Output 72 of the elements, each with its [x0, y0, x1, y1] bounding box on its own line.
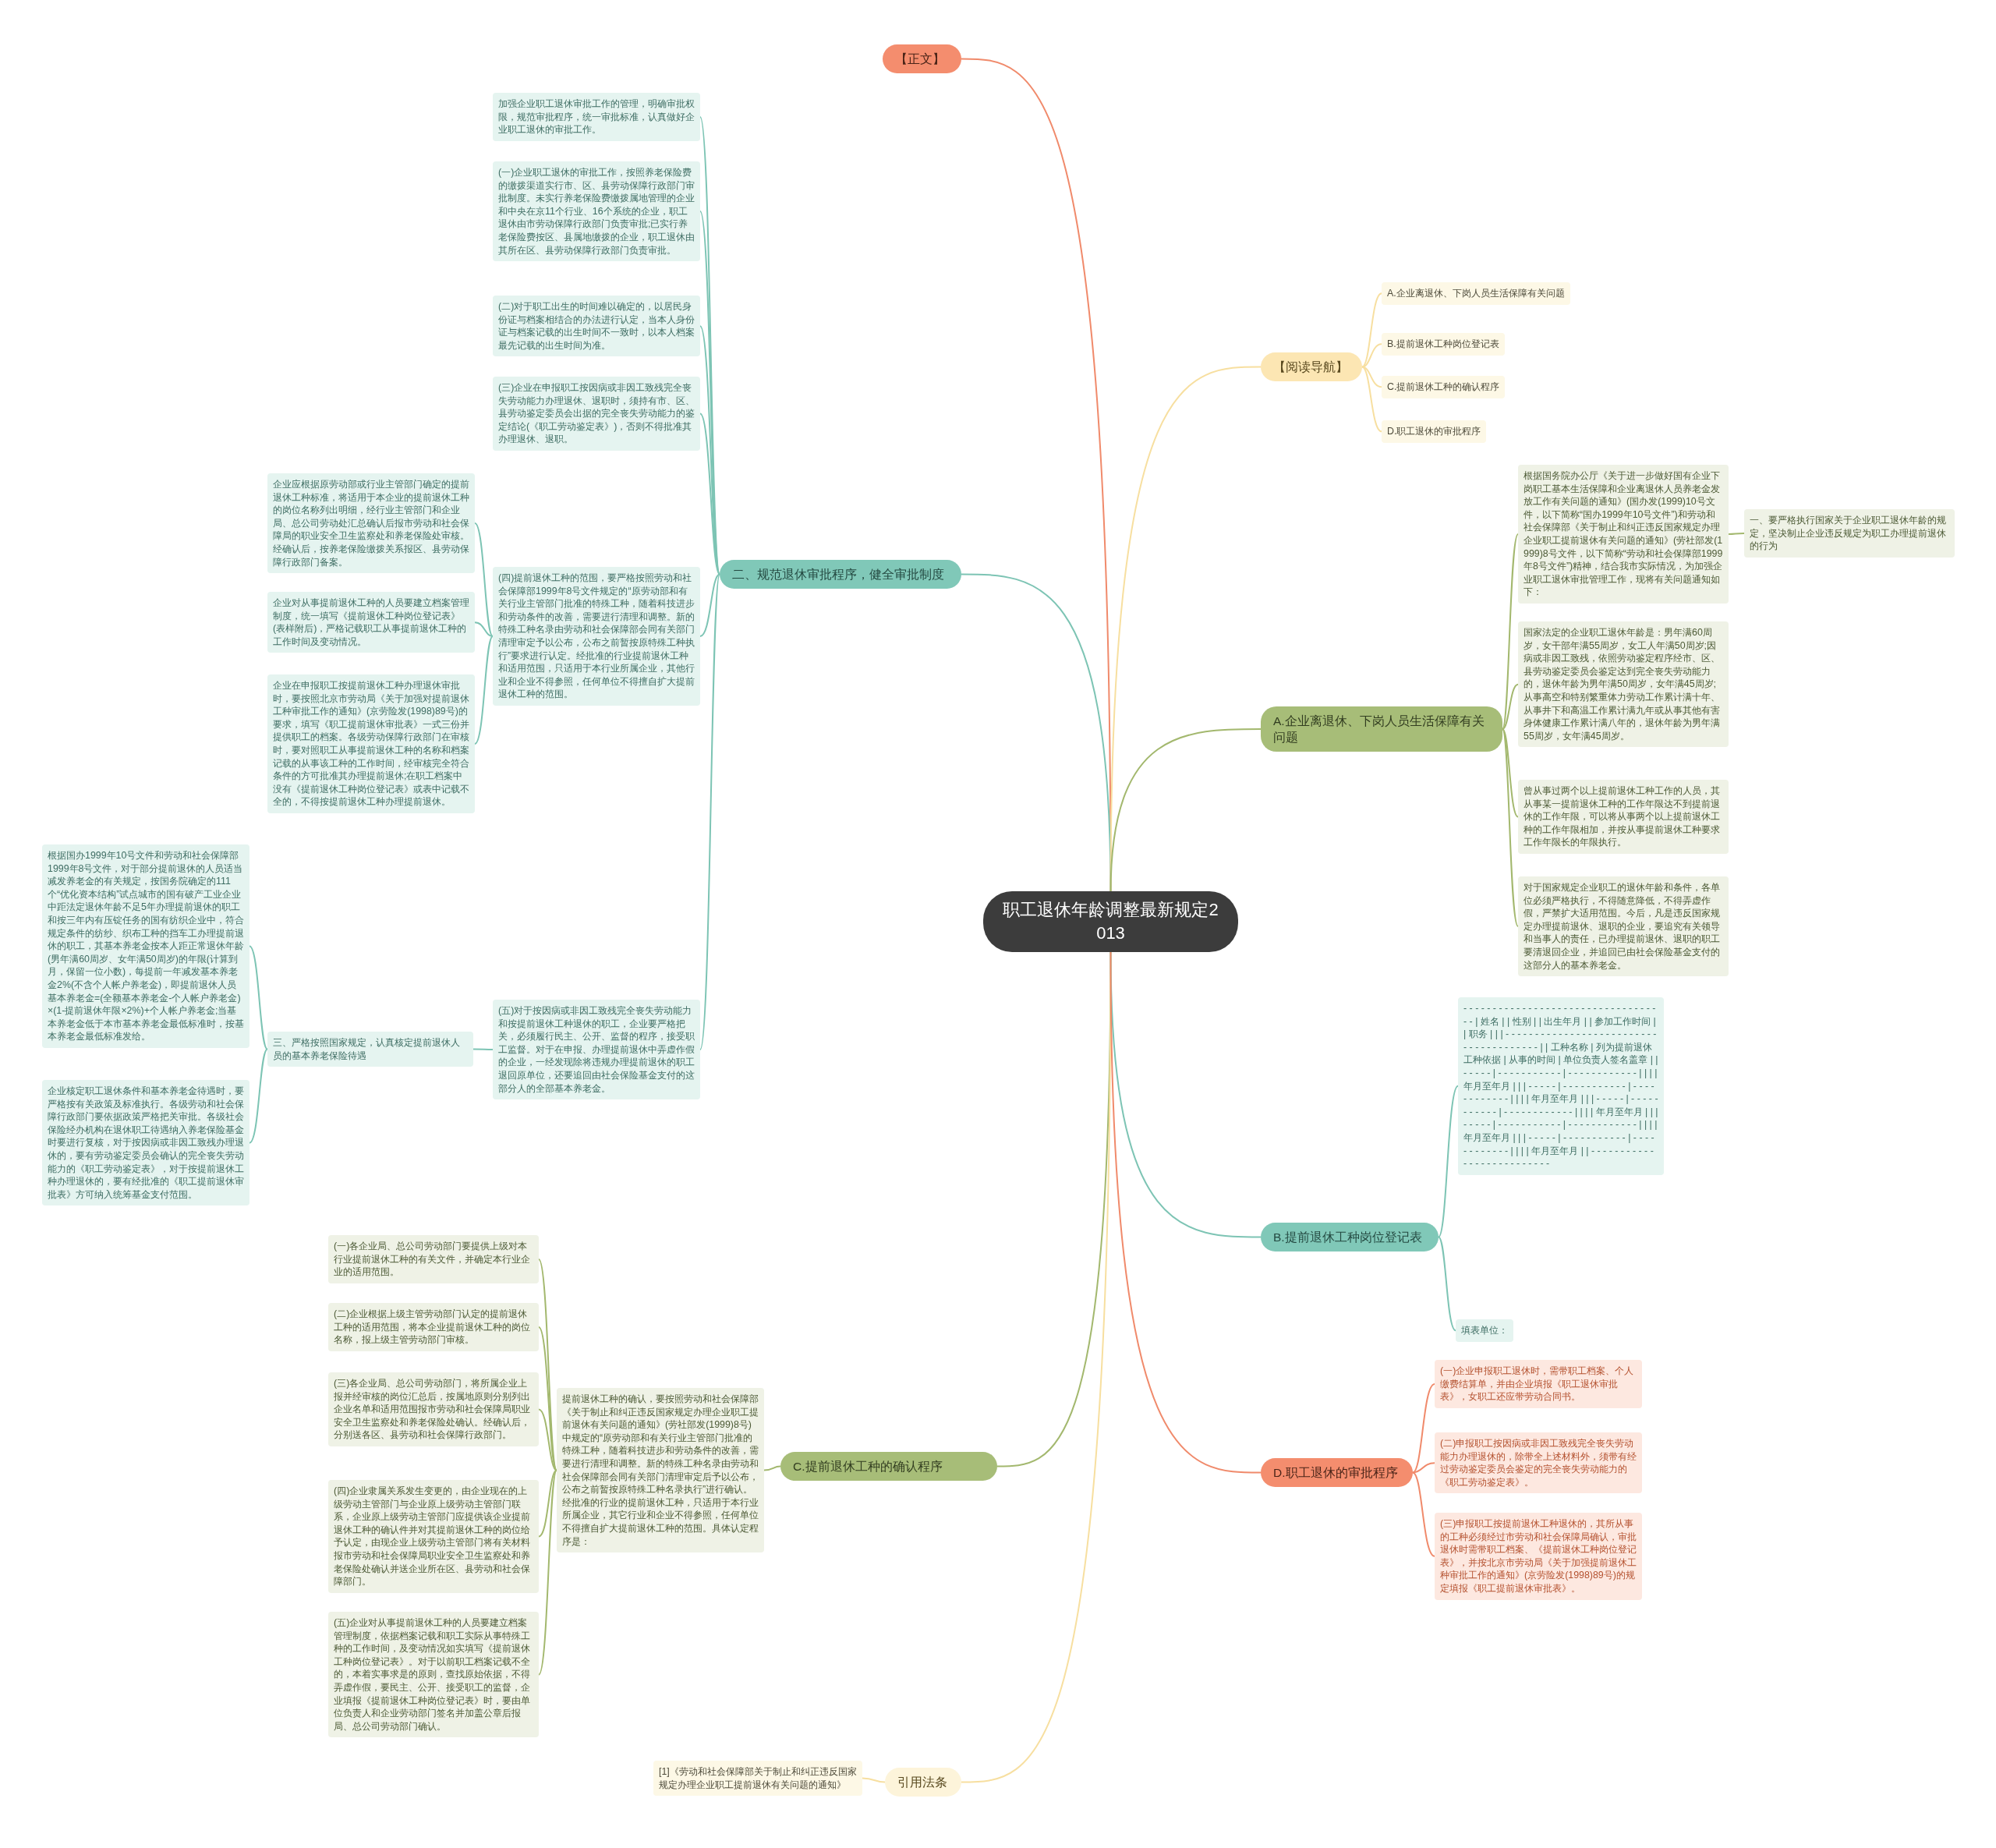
connector-line: [699, 412, 720, 575]
connector-line: [538, 1469, 557, 1676]
connector-line: [538, 1469, 557, 1538]
topic-card: (一)企业申报职工退休时，需带职工档案、个人缴费结算单，并由企业填报《职工退休审批表》，女职工还应带劳动合同书。: [1435, 1360, 1642, 1408]
topic-card: (二)企业根据上级主管劳动部门认定的提前退休工种的适用范围，将本企业提前退休工种的岗位名称，报上级主管劳动部门审核。: [328, 1303, 539, 1351]
topic-card: (三)各企业局、总公司劳动部门，将所属企业上报并经审核的岗位汇总后，按属地原则分别列出企业名单和适用范围报市劳动和社会保障局职业安全卫生监察处和养老保险处确认。经确认后，分别送各区、县劳动和社会保障行政部门。: [328, 1372, 539, 1446]
topic-card: (一)各企业局、总公司劳动部门要提供上级对本行业提前退休工种的有关文件，并确定本行业企业的适用范围。: [328, 1235, 539, 1283]
connector-line: [1361, 366, 1382, 433]
topic-card: (四)提前退休工种的范围，要严格按照劳动和社会保障部1999年8号文件规定的“原劳动部和有关行业主管部门批准的特殊工种，随着科技进步和劳动条件的改善，需要进行清理和调整。新的特殊工种名录由劳动和社会保障部会同有关部门清理审定予以公布，公布之前暂按原特殊工种执行”要求进行认定。经批准的行业提前退休工种和适用范围，只适用于本行业所属企业，其他行业和企业不得参照，任何单位不得擅自扩大提前退休工种的范围。: [493, 567, 700, 706]
connector-line: [1361, 292, 1382, 368]
nav-item: D.职工退休的审批程序: [1382, 420, 1487, 443]
topic-card: (三)企业在申报职工按因病或非因工致残完全丧失劳动能力办理退休、退职时，须持有市、区、县劳动鉴定委员会出据的完全丧失劳动能力的鉴定结论(《职工劳动鉴定表》)，否则不得批准其办理退休、退职。: [493, 377, 700, 451]
connector-line: [763, 1465, 781, 1471]
connector-line: [1438, 1085, 1459, 1238]
branch-topic: A.企业离退休、下岗人员生活保障有关问题: [1261, 706, 1502, 752]
branch-topic: 【阅读导航】: [1261, 352, 1362, 381]
topic-card: 企业核定职工退休条件和基本养老金待遇时，要严格按有关政策及标准执行。各级劳动和社会保障行政部门要依据政策严格把关审批。各级社会保险经办机构在退休职工待遇纳入养老保险基金时要进行复核，对于按因病或非因工致残办理退休的，要有劳动鉴定委员会确认的完全丧失劳动能力的《职工劳动鉴定表》，对于按提前退休工种办理退休的，要有经批准的《职工提前退休审批表》方可纳入统筹基金支付范围。: [42, 1080, 250, 1206]
connector-line: [1502, 533, 1519, 730]
topic-card: 根据国务院办公厅《关于进一步做好国有企业下岗职工基本生活保障和企业离退休人员养老金发放工作有关问题的通知》(国办发(1999)10号文件，以下简称“国办1999年10号文件”)和劳动和社会保障部《关于制止和纠正违反国家规定办理企业职工提前退休有关问题的通知》(劳社部发(1999)8号文件，以下简称“劳动和社会保障部1999年8号文件”)精神，结合我市实际情况，为加强企业职工退休审批管理工作，现将有关问题通知如下：: [1518, 465, 1729, 604]
connector-line: [1109, 728, 1262, 894]
branch-topic: 【正文】: [883, 44, 961, 73]
branch-topic: B.提前退休工种岗位登记表: [1261, 1223, 1439, 1251]
connector-line: [699, 573, 720, 637]
topic-card: (五)企业对从事提前退休工种的人员要建立档案管理制度，依据档案记载和职工实际从事特殊工种的工作时间，及变动情况如实填写《提前退休工种岗位登记表》。对于以前职工档案记载不全的，本着实事求是的原则，查找原始依据，不得弄虚作假，要民主、公开、接受职工的监督，企业填报《提前退休工种岗位登记表》时，要由单位负责人和企业劳动部门签名并加盖公章后报局、总公司劳动部门确认。: [328, 1612, 539, 1738]
connector-line: [1728, 532, 1745, 535]
connector-line: [862, 1777, 886, 1783]
topic-card: 加强企业职工退休审批工作的管理，明确审批权限，规范审批程序，统一审批标准，认真做好企业职工退休的审批工作。: [493, 93, 700, 141]
connector-line: [1438, 1236, 1456, 1332]
connector-line: [1502, 683, 1519, 730]
connector-line: [1412, 1462, 1435, 1474]
connector-line: [474, 635, 494, 745]
topic-card: (四)企业隶属关系发生变更的，由企业现在的上级劳动主管部门与企业原上级劳动主管部门联系，企业原上级劳动主管部门应提供该企业提前退休工种的确认件并对其提前退休工种的岗位给予认定，由现企业上级劳动主管部门将有关材料报市劳动和社会保障局职业安全卫生监察处和养老保险处确认并送企业所在区、县劳动和社会保障部门。: [328, 1480, 539, 1593]
topic-card: 对于国家规定企业职工的退休年龄和条件，各单位必须严格执行，不得随意降低，不得弄虚作假，严禁扩大适用范围。今后，凡是违反国家规定办理提前退休、退职的企业，要追究有关领导和当事人的责任，已办理提前退休、退职的职工要清退回企业，并追回已由社会保险基金支付的这部分人的基本养老金。: [1518, 876, 1729, 977]
topic-card: 根据国办1999年10号文件和劳动和社会保障部1999年8号文件，对于部分提前退休的人员适当减发养老金的有关规定，按国务院确定的111个“优化资本结构”试点城市的国有破产工业企业中距法定退休年龄不足5年办理提前退休的职工和按三年内有压锭任务的国有纺织企业中，符合规定条件的纺纱、织布工种的挡车工办理提前退休的职工，其基本养老金按本人距正常退休年龄(男年满60周岁、女年满50周岁)的年限(计算到月，保留一位小数)，每提前一年减发基本养老金2%(不含个人帐户养老金)，即提前退休人员基本养老金=(全额基本养老金-个人帐户养老金)×(1-提前退休年限×2%)+个人帐户养老金;当基本养老金低于本市基本养老金最低标准时，按基本养老金最低标准发给。: [42, 844, 250, 1048]
nav-item: C.提前退休工种的确认程序: [1382, 376, 1506, 398]
connector-line: [249, 1048, 268, 1144]
connector-line: [1412, 1382, 1435, 1474]
connector-line: [472, 1048, 494, 1051]
topic-card: (二)申报职工按因病或非因工致残完全丧失劳动能力办理退休的，除带全上述材料外，须带有经过劳动鉴定委员会鉴定的完全丧失劳动能力的《职工劳动鉴定表》。: [1435, 1432, 1642, 1494]
connector-line: [1109, 366, 1262, 894]
topic-card: 曾从事过两个以上提前退休工种工作的人员，其从事某一提前退休工种的工作年限达不到提前退休的工作年限，可以将从事两个以上提前退休工种的工作年限相加，并按从事提前退休工种要求工作年限长的年限执行。: [1518, 780, 1729, 854]
connector-line: [1412, 1471, 1435, 1557]
connector-line: [474, 522, 494, 637]
connector-line: [249, 945, 268, 1050]
connector-line: [1361, 343, 1382, 368]
connector-line: [1109, 950, 1262, 1474]
topic-card: 一、要严格执行国家关于企业职工退休年龄的规定，坚决制止企业违反规定为职工办理提前退休的行为: [1744, 509, 1955, 558]
topic-card: 提前退休工种的确认，要按照劳动和社会保障部《关于制止和纠正违反国家规定办理企业职工提前退休有关问题的通知》(劳社部发(1999)8号)中规定的“原劳动部和有关行业主管部门批准的特殊工种，随着科技进步和劳动条件的改善，需要进行清理和调整。新的特殊工种名录由劳动和社会保障部会同有关部门清理审定后予以公布，公布之前暂按原特殊工种名录执行”进行确认。经批准的行业的提前退休工种，只适用于本行业所属企业，其它行业和企业不得参照，任何单位不得擅自扩大提前退休工种的范围。具体认定程序是：: [557, 1388, 764, 1553]
topic-card: 企业应根据原劳动部或行业主管部门确定的提前退休工种标准，将适用于本企业的提前退休工种的岗位名称列出明细，经行业主管部门和企业局、总公司劳动处汇总确认后报市劳动和社会保障局的职业安全卫生监察处和养老保险处审核。经确认后，按养老保险缴拨关系报区、县劳动保障行政部门备案。: [267, 473, 475, 574]
nav-item: A.企业离退休、下岗人员生活保障有关问题: [1382, 282, 1570, 305]
central-topic: 职工退休年龄调整最新规定2013: [983, 891, 1238, 952]
branch-topic: 引用法条: [885, 1768, 961, 1797]
connector-line: [474, 621, 494, 637]
topic-card: 填表单位：: [1456, 1319, 1513, 1342]
connector-line: [699, 573, 720, 1051]
branch-topic: 二、规范退休审批程序，健全审批制度: [720, 560, 961, 589]
branch-topic: D.职工退休的审批程序: [1261, 1458, 1413, 1487]
nav-item: B.提前退休工种岗位登记表: [1382, 333, 1505, 356]
connector-line: [1502, 728, 1519, 928]
topic-card: 三、严格按照国家规定，认真核定提前退休人员的基本养老保险待遇: [267, 1032, 473, 1067]
connector-line: [538, 1408, 557, 1471]
topic-card: 企业对从事提前退休工种的人员要建立档案管理制度，统一填写《提前退休工种岗位登记表》(表样附后)，严格记载职工从事提前退休工种的工作时间及变动情况。: [267, 592, 475, 653]
topic-card: 企业在申报职工按提前退休工种办理退休审批时，要按照北京市劳动局《关于加强对提前退休工种审批工作的通知》(京劳险发(1998)89号)的要求，填写《职工提前退休审批表》一式三份并提供职工的档案。各级劳动保障行政部门在审核时，要对照职工从事提前退休工种的名称和档案记载的从事该工种的工作时间，经审核完全符合条件的方可批准其办理提前退休;在职工档案中没有《提前退休工种岗位登记表》或表中记载不全的，不得按提前退休工种办理提前退休。: [267, 674, 475, 813]
topic-card: (三)申报职工按提前退休工种退休的，其所从事的工种必须经过市劳动和社会保障局确认，审批退休时需带职工档案、《提前退休工种岗位登记表》，并按北京市劳动局《关于加强提前退休工种审批工作的通知》(京劳险发(1998)89号)的规定填报《职工提前退休审批表》。: [1435, 1513, 1642, 1600]
topic-card: 国家法定的企业职工退休年龄是：男年满60周岁，女干部年满55周岁，女工人年满50周岁;因病或非因工致残，依照劳动鉴定程序经市、区、县劳动鉴定委员会鉴定达到完全丧失劳动能力的，退休年龄为男年满50周岁，女年满45周岁;从事高空和特别繁重体力劳动工作累计满十年、从事井下和高温工作累计满九年或从事其他有害身体健康工作累计满八年的，退休年龄为男年满55周岁，女年满45周岁。: [1518, 621, 1729, 748]
branch-topic: C.提前退休工种的确认程序: [780, 1452, 997, 1481]
connector-line: [1502, 728, 1519, 818]
form-table: - - - - - - - - - - - - - - - - - - - - - - - - - - - - - - - - - - - | 姓名 | | 性别 | | 出生年月 | | 参加工作时间 | | 职务 | | | - - - - - - - - - - - - - - - - - - - - - - - - - - - - - - - - - - - - - - - | | 工种名称 | 列为提前退休工种依据 | 从事的时间 | 单位负责人签名盖章 | | - - - - - | - - - - - - - - - - - | - - - - - - - - - - - - | | | | 年月至年月 | | | - - - - - | - - - - - - - - - - - | - - - - - - - - - - - - | | | | 年月至年月 | | | - - - - - | - - - - - - - - - - - | - - - - - - - - - - - - | | | | 年月至年月 | | | - - - - - | - - - - - - - - - - - | - - - - - - - - - - - - | | | | 年月至年月 | | | - - - - - | - - - - - - - - - - - | - - - - - - - - - - - - | | | | 年月至年月 | | - - - - - - - - - - - - - - - - - - - - - - - - - -: [1458, 997, 1664, 1175]
topic-card: (五)对于按因病或非因工致残完全丧失劳动能力和按提前退休工种退休的职工，企业要严格把关，必须履行民主、公开、监督的程序，接受职工监督。对于在申报、办理提前退休中弄虚作假的企业，一经发现除将违规办理提前退休的职工退回原单位，还要追回由社会保险基金支付的这部分人的全部基本养老金。: [493, 1000, 700, 1100]
topic-card: (一)企业职工退休的审批工作，按照养老保险费的缴拨渠道实行市、区、县劳动保障行政部门审批制度。未实行养老保险费缴拨属地管理的企业和中央在京11个行业、16个系统的企业，职工退休由市劳动保障行政部门负责审批;已实行养老保险费按区、县属地缴拨的企业，职工退休由其所在区、县劳动保障行政部门负责审批。: [493, 161, 700, 262]
topic-card: (二)对于职工出生的时间难以确定的，以居民身份证与档案相结合的办法进行认定，当本人身份证与档案记载的出生时间不一致时，以本人档案最先记载的出生时间为准。: [493, 296, 700, 357]
topic-card: [1]《劳动和社会保障部关于制止和纠正违反国家规定办理企业职工提前退休有关问题的通知》: [653, 1761, 862, 1797]
